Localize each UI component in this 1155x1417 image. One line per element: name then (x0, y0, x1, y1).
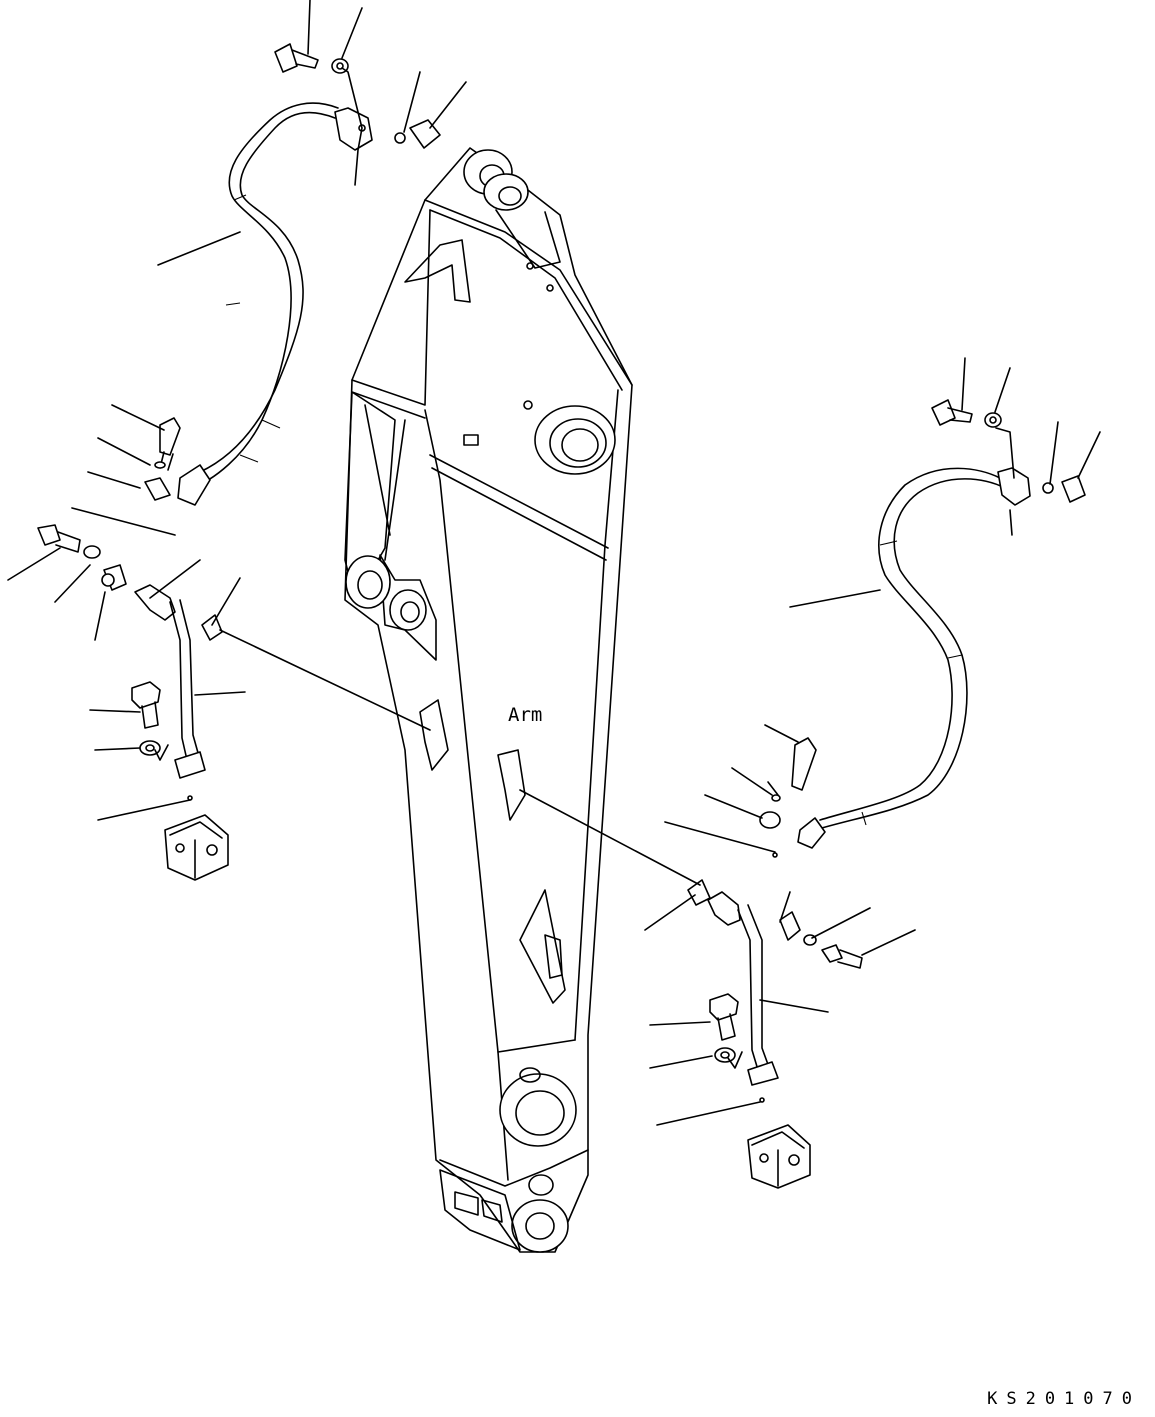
arm-label: Arm (508, 704, 543, 726)
arm-body (344, 147, 633, 1253)
drawing-code: KS201070 (987, 1389, 1141, 1409)
right-fittings (519, 789, 916, 1189)
right-hose-assembly (664, 357, 1101, 853)
left-hose-assembly (157, 0, 467, 506)
left-fittings (7, 404, 431, 881)
